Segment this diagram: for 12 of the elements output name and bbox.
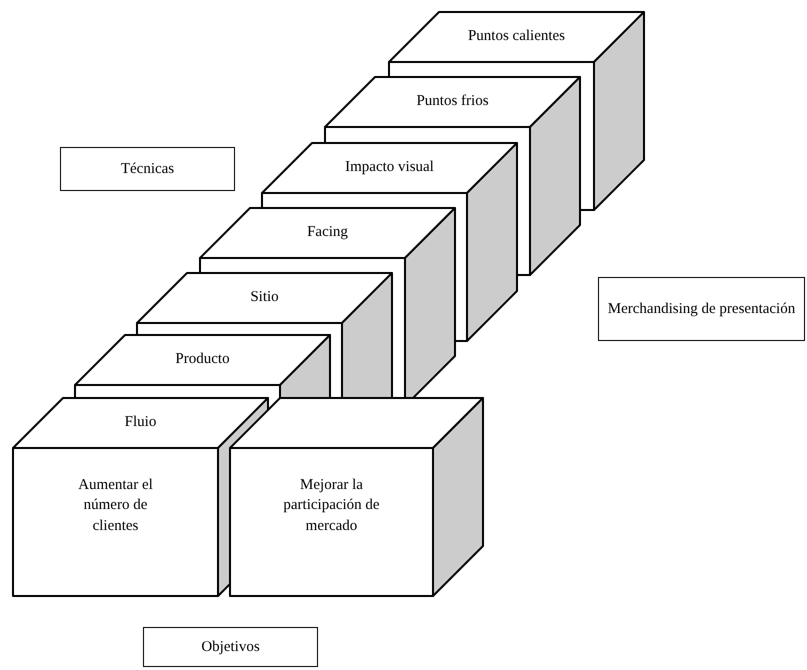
label-box: Merchandising de presentación — [598, 277, 805, 341]
cube-top-label: Puntos frios — [415, 92, 490, 111]
cube-top-label: Puntos calientes — [466, 27, 566, 46]
cube-top-label: Sitio — [249, 288, 280, 307]
cube-top-label: Producto — [174, 350, 231, 369]
cube-top-label: Fluio — [124, 413, 158, 432]
cube-top-label: Facing — [306, 223, 349, 242]
cube-front-text: Aumentar el número de clientes — [77, 476, 154, 536]
cube-top-label: Impacto visual — [344, 158, 435, 177]
label-box: Objetivos — [143, 627, 318, 667]
label-box: Técnicas — [60, 147, 235, 191]
cube-front-text: Mejorar la participación de mercado — [282, 476, 381, 536]
